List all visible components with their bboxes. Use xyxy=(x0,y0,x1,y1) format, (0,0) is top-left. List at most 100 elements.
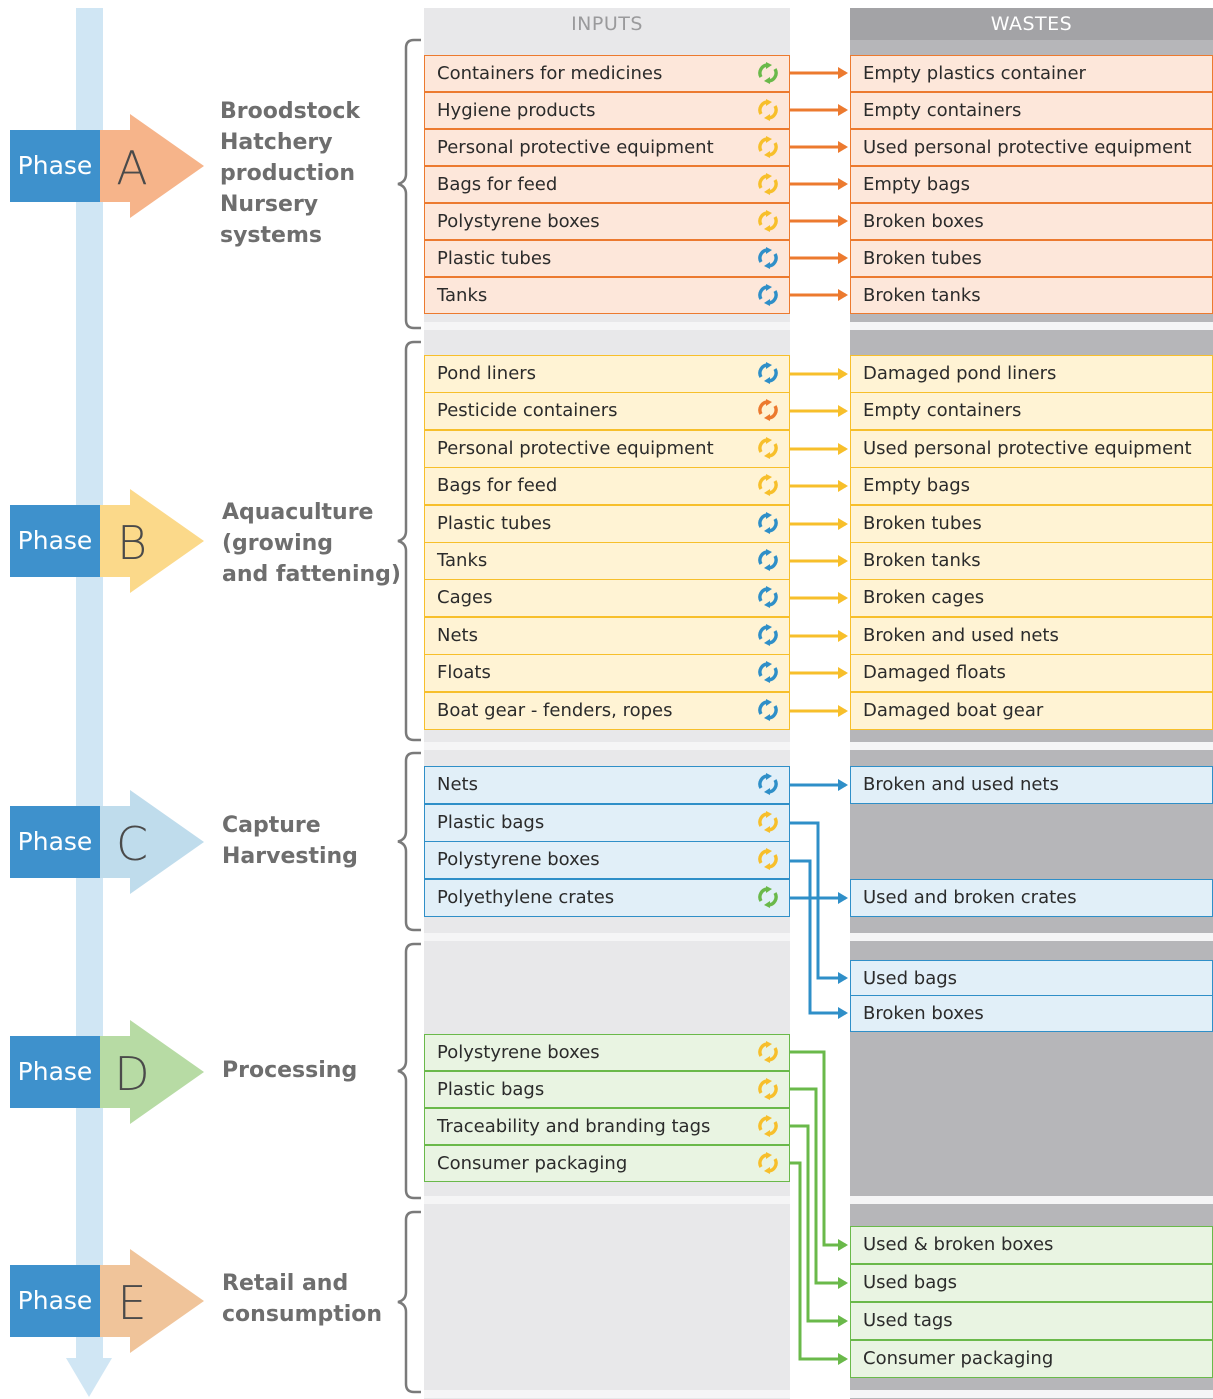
recycle-icon xyxy=(758,1115,778,1137)
input-label: Personal protective equipment xyxy=(437,438,714,459)
flow-arrow xyxy=(790,1124,846,1323)
input-row: Bags for feed xyxy=(424,467,790,505)
group-separator xyxy=(424,1390,790,1398)
waste-row: Empty bags xyxy=(850,467,1213,505)
flow-arrow xyxy=(790,1087,846,1285)
phase-a-letter: A xyxy=(116,141,147,195)
recycle-icon xyxy=(758,362,778,384)
group-separator xyxy=(850,742,1213,750)
phase-d-arrow xyxy=(100,1020,204,1124)
input-row: Polystyrene boxes xyxy=(424,203,790,240)
input-label: Nets xyxy=(437,625,478,646)
input-label: Traceability and branding tags xyxy=(437,1116,711,1137)
waste-row: Used and broken crates xyxy=(850,879,1213,917)
waste-label: Damaged pond liners xyxy=(863,363,1057,384)
flow-arrow-head xyxy=(838,405,848,417)
input-label: Personal protective equipment xyxy=(437,137,714,158)
recycle-icon xyxy=(758,474,778,496)
input-row: Containers for medicines xyxy=(424,55,790,92)
waste-label: Used & broken boxes xyxy=(863,1234,1054,1255)
phase-e-name: Retail and consumption xyxy=(222,1271,383,1327)
waste-row: Damaged boat gear xyxy=(850,692,1213,730)
waste-label: Empty containers xyxy=(863,100,1022,121)
waste-label: Empty bags xyxy=(863,174,971,195)
input-label: Bags for feed xyxy=(437,174,558,195)
recycle-icon xyxy=(758,549,778,571)
phase-a-name: Broodstock Hatchery production Nursery s… xyxy=(220,99,360,248)
waste-row: Damaged floats xyxy=(850,654,1213,692)
input-label: Pond liners xyxy=(437,363,537,384)
recycle-icon xyxy=(758,886,778,908)
phase-a-arrow xyxy=(100,114,204,218)
flow-arrow-head xyxy=(838,667,848,679)
timeline-bar xyxy=(76,8,103,1358)
flow-arrow-head xyxy=(838,480,848,492)
phase-d-letter: D xyxy=(114,1047,149,1101)
input-label: Hygiene products xyxy=(437,100,596,121)
recycle-icon xyxy=(758,661,778,683)
input-row: Plastic tubes xyxy=(424,240,790,277)
recycle-icon xyxy=(758,284,778,306)
waste-label: Damaged floats xyxy=(863,662,1006,683)
group-separator xyxy=(424,742,790,750)
input-label: Tanks xyxy=(437,550,488,571)
recycle-icon xyxy=(758,399,778,421)
waste-row: Used bags xyxy=(850,960,1213,997)
waste-row: Broken tubes xyxy=(850,240,1213,277)
recycle-icon xyxy=(758,699,778,721)
input-label: Consumer packaging xyxy=(437,1153,628,1174)
input-row: Nets xyxy=(424,766,790,804)
waste-label: Broken boxes xyxy=(863,211,984,232)
input-row: Tanks xyxy=(424,542,790,580)
input-row: Personal protective equipment xyxy=(424,129,790,166)
group-separator xyxy=(850,322,1213,330)
phase-c-letter: C xyxy=(116,817,148,871)
input-row: Polystyrene boxes xyxy=(424,1034,790,1071)
input-label: Plastic tubes xyxy=(437,248,552,269)
input-label: Polyethylene crates xyxy=(437,887,615,908)
input-row: Hygiene products xyxy=(424,92,790,129)
flow-arrow-head xyxy=(838,630,848,642)
input-label: Nets xyxy=(437,774,478,795)
input-label: Tanks xyxy=(437,285,488,306)
input-row: Floats xyxy=(424,654,790,692)
phase-bracket xyxy=(397,1210,421,1394)
input-row: Personal protective equipment xyxy=(424,430,790,468)
waste-label: Broken tubes xyxy=(863,248,982,269)
input-row: Polystyrene boxes xyxy=(424,841,790,879)
waste-row: Broken tanks xyxy=(850,277,1213,314)
recycle-icon xyxy=(758,247,778,269)
group-separator xyxy=(850,1390,1213,1398)
group-separator xyxy=(850,1196,1213,1204)
phase-b-letter: B xyxy=(117,516,147,570)
flow-arrow-head xyxy=(838,141,848,153)
input-row: Plastic bags xyxy=(424,1071,790,1108)
phase-bracket xyxy=(397,38,421,330)
flow-arrow xyxy=(790,821,846,980)
waste-row: Broken boxes xyxy=(850,203,1213,240)
phase-b-label: Phase xyxy=(10,505,100,577)
waste-label: Broken boxes xyxy=(863,1003,984,1024)
inputs-header: INPUTS xyxy=(571,13,643,35)
flow-arrow-head xyxy=(838,1353,848,1365)
waste-label: Empty containers xyxy=(863,400,1022,421)
waste-row: Empty containers xyxy=(850,92,1213,129)
phase-b-arrow xyxy=(100,489,204,593)
waste-label: Used personal protective equipment xyxy=(863,438,1192,459)
input-label: Bags for feed xyxy=(437,475,558,496)
recycle-icon xyxy=(758,811,778,833)
recycle-icon xyxy=(758,848,778,870)
waste-row: Broken and used nets xyxy=(850,617,1213,655)
flow-arrow-head xyxy=(838,705,848,717)
input-label: Plastic bags xyxy=(437,812,545,833)
phase-d-name: Processing xyxy=(222,1058,358,1083)
waste-row: Used bags xyxy=(850,1264,1213,1302)
input-row: Traceability and branding tags xyxy=(424,1108,790,1145)
recycle-icon xyxy=(758,1152,778,1174)
phase-bracket xyxy=(397,751,421,932)
input-row: Consumer packaging xyxy=(424,1145,790,1182)
flow-arrow-head xyxy=(838,1315,848,1327)
input-row: Cages xyxy=(424,579,790,617)
flow-arrow-head xyxy=(838,892,848,904)
flow-arrow-head xyxy=(838,592,848,604)
